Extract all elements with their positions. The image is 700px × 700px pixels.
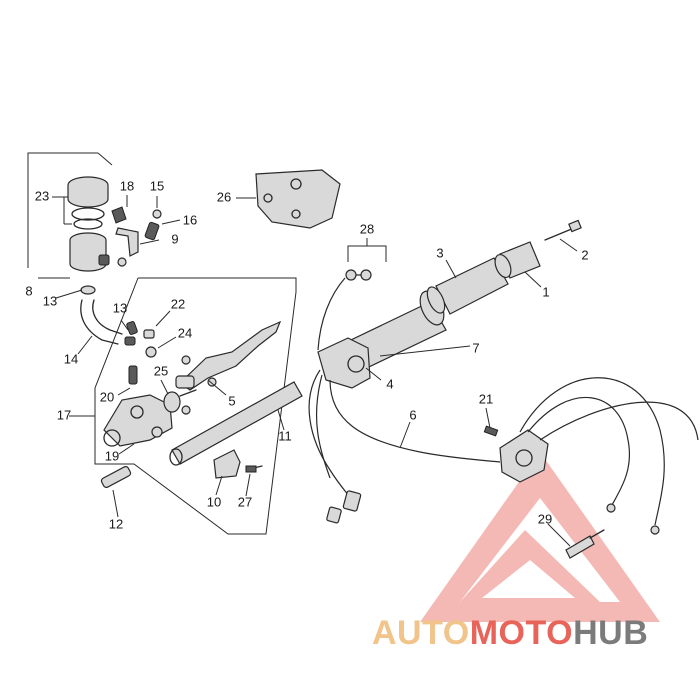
master-cylinder-frame [94,277,297,535]
callout-13a: 13 [43,293,57,308]
callout-16: 16 [183,212,197,227]
reservoir-body [69,232,110,272]
bar-end-weight [494,241,541,279]
callout-14: 14 [64,351,78,366]
callout-1: 1 [542,284,549,299]
throttle-cable-group-bracket [347,238,387,262]
callout-9: 9 [171,231,178,246]
watermark-hub: HUB [573,614,649,652]
callout-6: 6 [409,407,416,422]
throttle-grip [426,257,509,315]
callout-25: 25 [154,363,168,378]
callout-15: 15 [150,178,164,193]
callout-2: 2 [581,247,588,262]
callout-22: 22 [171,296,185,311]
throttle-housing [317,337,371,389]
cable-connector [326,490,362,524]
reservoir-bracket [111,206,162,267]
callout-labels: 1 2 3 4 5 6 7 8 9 10 11 12 13 13 14 15 1… [25,178,588,531]
callout-8: 8 [25,283,32,298]
handlebar-tube-left [169,381,303,466]
watermark-wordmark: AUTOMOTOHUB [372,616,648,650]
callout-18: 18 [120,178,134,193]
handlebar-clamp [213,449,263,479]
callout-5: 5 [228,393,235,408]
leader-lines [38,195,578,547]
callout-27: 27 [238,494,252,509]
callout-20: 20 [100,389,114,404]
callout-4: 4 [386,376,393,391]
callout-7: 7 [472,340,479,355]
callout-3: 3 [436,245,443,260]
callout-26: 26 [217,189,231,204]
watermark-moto: MOTO [469,614,574,652]
brake-lever [175,320,282,415]
cable-adjuster [565,529,605,559]
watermark-auto: AUTO [372,614,470,652]
callout-10: 10 [207,494,221,509]
callout-29: 29 [538,511,552,526]
hose-clamp-upper [80,285,96,295]
reservoir-frame [27,152,113,268]
callout-13b: 13 [113,300,127,315]
clutch-switch-housing [483,425,549,483]
lever-adjuster [163,389,197,413]
bar-end-bolt [544,219,582,241]
reservoir-cap [67,176,109,230]
throttle-cables [308,277,501,501]
master-cylinder [103,321,173,447]
reservoir-hose [80,299,123,345]
switch-cover [255,169,341,229]
callout-17: 17 [57,407,71,422]
callout-23: 23 [35,188,49,203]
clamp-screw [100,466,132,488]
callout-19: 19 [105,448,119,463]
switch-cables [519,377,699,526]
callout-24: 24 [178,325,192,340]
callout-12: 12 [109,516,123,531]
cable-ends-lower [606,503,660,535]
callout-28: 28 [360,221,374,236]
callout-11: 11 [278,428,292,443]
callout-21: 21 [479,391,493,406]
cable-ends [345,269,372,281]
watermark-logo-triangle [420,452,660,622]
